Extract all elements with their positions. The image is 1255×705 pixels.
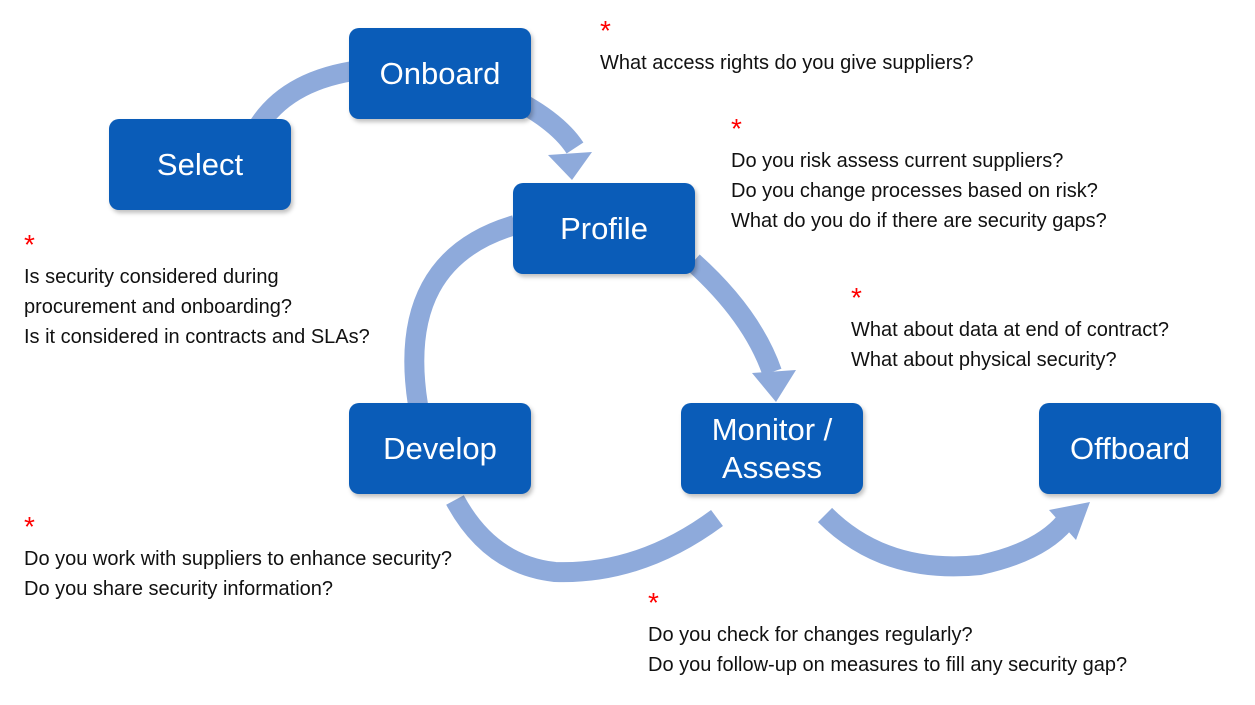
note-line: Do you work with suppliers to enhance se… — [24, 548, 452, 570]
note-line: What about physical security? — [851, 349, 1117, 371]
note-marker: * — [851, 282, 862, 313]
arrow-onboard-to-profile — [519, 96, 584, 154]
note-line: What about data at end of contract? — [851, 319, 1169, 341]
arrow-develop-to-profile — [404, 215, 518, 407]
note-line: Is security considered during — [24, 266, 279, 288]
note-select: * Is security considered during procurem… — [24, 230, 370, 352]
note-line: Do you follow-up on measures to fill any… — [648, 654, 1128, 676]
note-develop: * Do you work with suppliers to enhance … — [24, 512, 452, 604]
stage-onboard: Onboard — [349, 28, 531, 119]
stage-develop: Develop — [349, 403, 531, 494]
stage-develop-label: Develop — [383, 430, 497, 466]
stage-offboard: Offboard — [1039, 403, 1221, 494]
stage-monitor-assess: Monitor / Assess — [681, 403, 863, 494]
note-profile: * Do you risk assess current suppliers? … — [731, 114, 1107, 236]
note-line: procurement and onboarding? — [24, 296, 292, 318]
arrowhead-offboard — [1049, 502, 1090, 540]
stage-profile: Profile — [513, 183, 695, 274]
note-onboard: * What access rights do you give supplie… — [600, 16, 974, 78]
note-line: Do you share security information? — [24, 578, 334, 600]
arrowhead-monitor — [752, 370, 796, 402]
note-offboard: * What about data at end of contract? Wh… — [851, 283, 1169, 375]
arrow-monitor-to-offboard — [817, 507, 1073, 577]
note-marker: * — [731, 113, 742, 144]
note-line: Do you check for changes regularly? — [648, 624, 973, 646]
note-marker: * — [24, 511, 35, 542]
stage-profile-label: Profile — [560, 210, 648, 246]
stage-select-label: Select — [156, 146, 244, 182]
stage-select: Select — [109, 119, 291, 210]
note-monitor: * Do you check for changes regularly? Do… — [648, 588, 1127, 680]
note-line: Do you change processes based on risk? — [731, 180, 1098, 202]
note-marker: * — [648, 587, 659, 618]
stage-offboard-label: Offboard — [1069, 430, 1191, 466]
note-marker: * — [24, 229, 35, 260]
arrowhead-profile — [548, 152, 592, 180]
note-marker: * — [600, 15, 611, 46]
stage-onboard-label: Onboard — [379, 55, 501, 91]
note-line: What access rights do you give suppliers… — [600, 52, 974, 74]
stage-monitor-label-line1: Monitor / — [711, 411, 833, 447]
stage-monitor-label-line2: Assess — [722, 449, 822, 485]
arrow-profile-to-monitor — [686, 254, 782, 376]
note-line: Is it considered in contracts and SLAs? — [24, 326, 370, 348]
arrow-monitor-to-develop — [446, 495, 723, 583]
note-line: Do you risk assess current suppliers? — [731, 150, 1064, 172]
note-line: What do you do if there are security gap… — [731, 210, 1107, 232]
